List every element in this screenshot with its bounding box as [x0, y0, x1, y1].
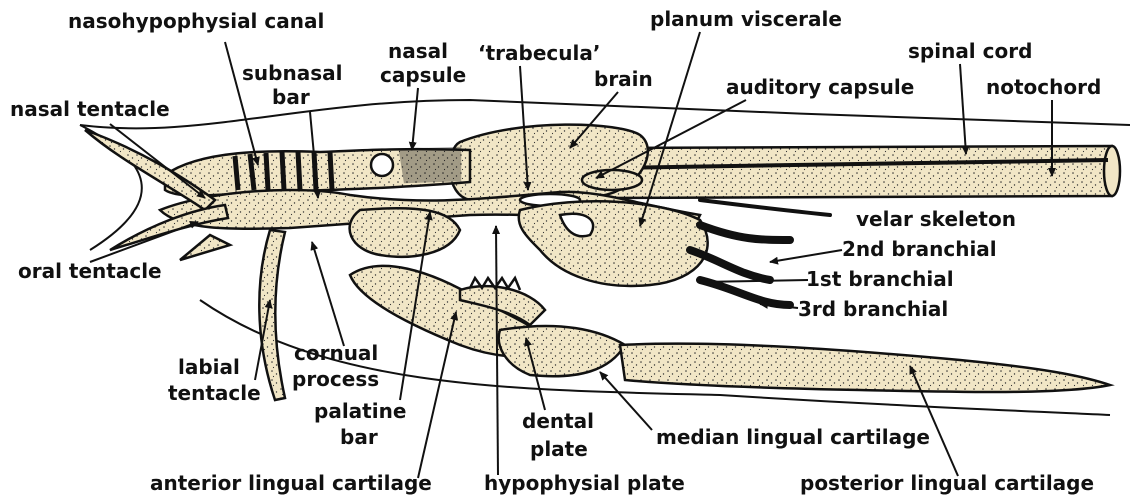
label-third-branchial: 3rd branchial: [798, 297, 948, 321]
label-nasal-tentacle: nasal tentacle: [10, 97, 170, 121]
label-velar-skeleton: velar skeleton: [856, 207, 1016, 231]
label-hypophysial-plate: hypophysial plate: [484, 471, 685, 495]
label-auditory-capsule: auditory capsule: [726, 75, 914, 99]
label-brain: brain: [594, 67, 653, 91]
label-planum-viscerale: planum viscerale: [650, 7, 842, 31]
label-trabecula: ‘trabecula’: [478, 41, 600, 65]
label-cornual-process-2: process: [292, 367, 379, 391]
label-subnasal-bar-1: subnasal: [242, 61, 342, 85]
label-dental-plate-2: plate: [530, 437, 588, 461]
label-nasal-capsule-1: nasal: [388, 39, 448, 63]
label-cornual-process-1: cornual: [294, 341, 378, 365]
label-nasal-capsule-2: capsule: [380, 63, 466, 87]
label-median-lingual-cartilage: median lingual cartilage: [656, 425, 930, 449]
lingual-apparatus: [350, 266, 1110, 392]
label-dental-plate-1: dental: [522, 409, 594, 433]
label-palatine-bar-1: palatine: [314, 399, 406, 423]
label-palatine-bar-2: bar: [340, 425, 378, 449]
label-oral-tentacle: oral tentacle: [18, 259, 162, 283]
notochord: [595, 146, 1120, 198]
label-anterior-lingual-cartilage: anterior lingual cartilage: [150, 471, 432, 495]
label-nasohypophysial-canal: nasohypophysial canal: [68, 9, 324, 33]
label-labial-tentacle-1: labial: [178, 355, 240, 379]
label-notochord: notochord: [986, 75, 1101, 99]
label-first-branchial: 1st branchial: [806, 267, 954, 291]
label-posterior-lingual-cartilage: posterior lingual cartilage: [800, 471, 1094, 495]
cornual-process: [350, 208, 460, 257]
label-labial-tentacle-2: tentacle: [168, 381, 261, 405]
label-second-branchial: 2nd branchial: [842, 237, 997, 261]
label-spinal-cord: spinal cord: [908, 39, 1032, 63]
label-subnasal-bar-2: bar: [272, 85, 310, 109]
